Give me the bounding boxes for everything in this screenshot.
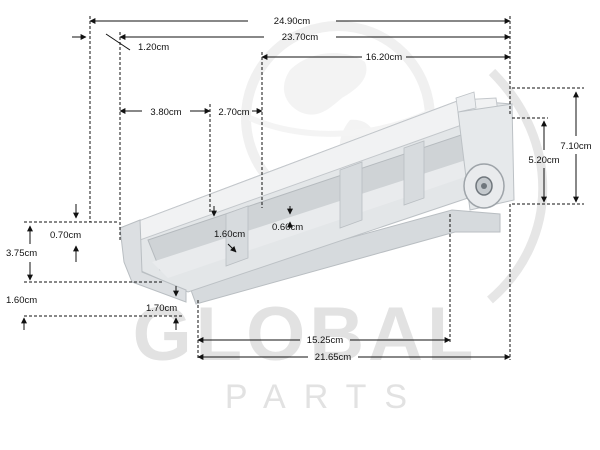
overall-length-label: 24.90cm xyxy=(274,16,311,27)
bottom-span-label: 15.25cm xyxy=(307,335,344,346)
brand-text: GLOBAL xyxy=(133,292,478,377)
right-inner-height-label: 5.20cm xyxy=(528,155,559,166)
base-thickness-label: 1.60cm xyxy=(6,295,37,306)
dimension-lines xyxy=(21,16,584,360)
rib-depth-label: 1.60cm xyxy=(214,229,245,240)
rail-part xyxy=(118,91,515,305)
slot-left-label: 3.80cm xyxy=(150,107,181,118)
tip-offset-label: 1.20cm xyxy=(138,42,169,53)
right-height-label: 7.10cm xyxy=(560,141,591,152)
foot-height-label: 1.70cm xyxy=(146,303,177,314)
left-height-label: 3.75cm xyxy=(6,248,37,259)
brand-subtitle: PARTS xyxy=(225,378,425,416)
global-parts-logo: GLOBAL PARTS xyxy=(133,292,478,416)
inner-length-label: 23.70cm xyxy=(282,32,319,43)
roller-wheel-icon xyxy=(463,163,505,209)
slot-gap-label: 2.70cm xyxy=(218,107,249,118)
swoosh-watermark xyxy=(487,68,548,304)
left-tab-label: 0.70cm xyxy=(50,230,81,241)
bottom-length-label: 21.65cm xyxy=(315,352,352,363)
rib-gap-label: 0.60cm xyxy=(272,222,303,233)
top-span-label: 16.20cm xyxy=(366,52,403,63)
